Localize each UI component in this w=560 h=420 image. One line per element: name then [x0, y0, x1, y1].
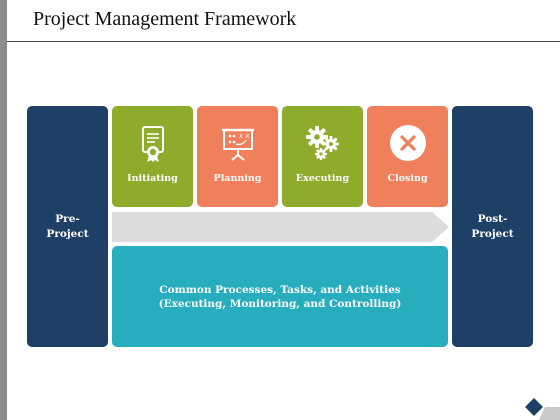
svg-text:x x: x x	[239, 132, 250, 140]
timeline-arrow	[112, 212, 449, 242]
post-project-label-line1: Post-	[477, 212, 508, 225]
close-circle-icon	[389, 125, 426, 161]
pre-project-box: Pre- Project	[27, 106, 108, 347]
common-processes-box: Common Processes, Tasks, and Activities …	[112, 246, 448, 347]
phase-closing: Closing	[367, 106, 448, 207]
common-processes-line2: (Executing, Monitoring, and Controlling)	[158, 297, 402, 310]
phase-label-closing: Closing	[387, 173, 428, 184]
phase-label-initiating: Initiating	[127, 173, 178, 184]
corner-decoration	[525, 398, 560, 420]
left-edge-rail	[0, 0, 7, 420]
gears-icon	[305, 126, 339, 160]
pre-project-label-line2: Project	[46, 227, 89, 240]
post-project-box: Post- Project	[452, 106, 533, 347]
pre-project-label-line1: Pre-	[55, 212, 80, 225]
phase-label-planning: Planning	[213, 173, 262, 184]
presentation-board-icon: x x	[221, 128, 254, 161]
page-title: Project Management Framework	[33, 8, 297, 30]
common-processes-line1: Common Processes, Tasks, and Activities	[159, 283, 401, 296]
phase-planning: x x Planning	[197, 106, 278, 207]
title-divider	[7, 41, 560, 42]
certificate-icon	[141, 126, 164, 162]
phase-initiating: Initiating	[112, 106, 193, 207]
phase-label-executing: Executing	[295, 173, 350, 184]
post-project-label-line2: Project	[471, 227, 514, 240]
phase-executing: Executing	[282, 106, 363, 207]
